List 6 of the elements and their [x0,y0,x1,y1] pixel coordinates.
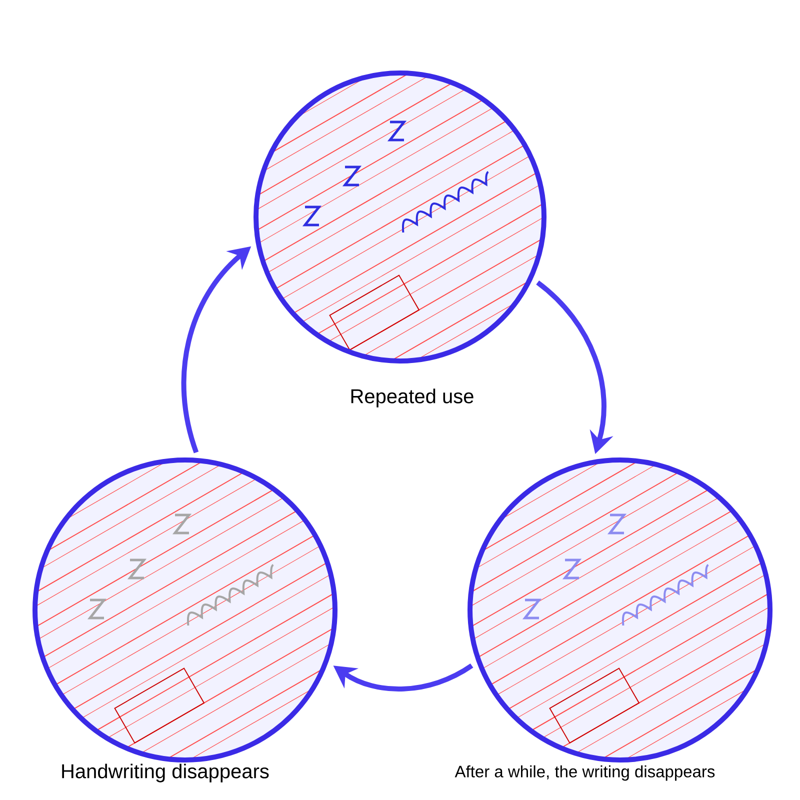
photo-drawing [468,458,772,762]
node-label: After a while, the writing disappears [454,765,715,781]
node-label: Handwriting disappears [62,764,269,782]
photo-drawing [32,458,338,762]
photo-drawing [254,70,546,364]
label: Repeated use [351,388,474,408]
